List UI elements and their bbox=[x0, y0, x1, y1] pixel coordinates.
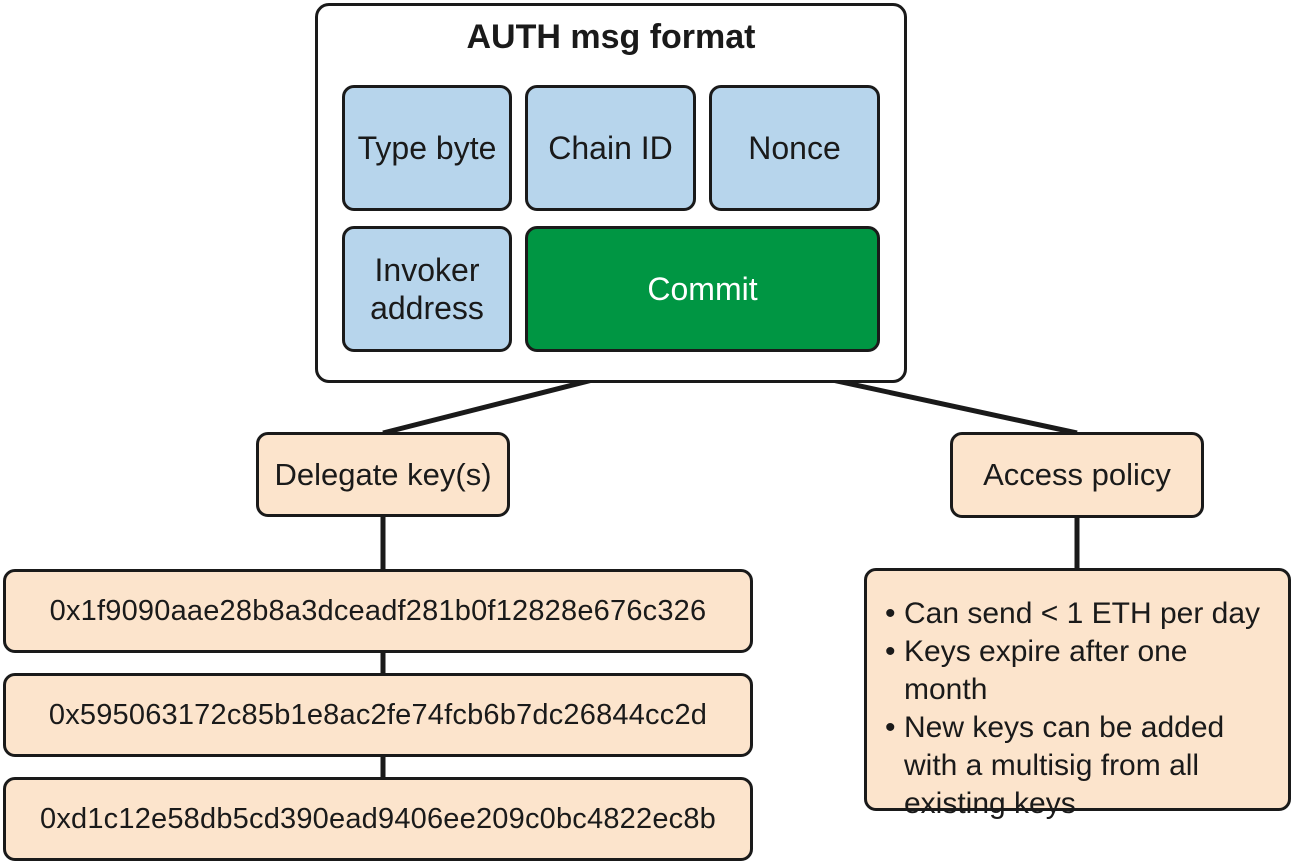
delegate-keys-label: Delegate key(s) bbox=[274, 456, 492, 492]
delegate-key-box: 0x595063172c85b1e8ac2fe74fcb6b7dc26844cc… bbox=[3, 673, 753, 757]
type-byte-label: Type byte bbox=[357, 130, 497, 166]
access-policy-rules-box: Can send < 1 ETH per day Keys expire aft… bbox=[864, 568, 1291, 820]
chain-id-field: Chain ID bbox=[525, 85, 696, 211]
delegate-key-value: 0x595063172c85b1e8ac2fe74fcb6b7dc26844cc… bbox=[48, 698, 708, 731]
access-policy-rule: Can send < 1 ETH per day bbox=[885, 595, 1270, 633]
invoker-address-label-line1: Invoker bbox=[374, 252, 480, 288]
invoker-address-field: Invoker address bbox=[342, 226, 512, 352]
invoker-address-label-line2: address bbox=[370, 290, 484, 326]
access-policy-rule: Keys expire after one month bbox=[885, 633, 1270, 709]
access-policy-node: Access policy bbox=[950, 432, 1204, 518]
chain-id-label: Chain ID bbox=[548, 130, 673, 166]
delegate-key-box: 0xd1c12e58db5cd390ead9406ee209c0bc4822ec… bbox=[3, 777, 753, 861]
nonce-field: Nonce bbox=[709, 85, 880, 211]
auth-msg-format-title: AUTH msg format bbox=[466, 18, 756, 56]
access-policy-rule-list: Can send < 1 ETH per day Keys expire aft… bbox=[885, 595, 1270, 823]
delegate-key-box: 0x1f9090aae28b8a3dceadf281b0f12828e676c3… bbox=[3, 569, 753, 653]
nonce-label: Nonce bbox=[748, 130, 841, 166]
commit-label: Commit bbox=[647, 270, 758, 307]
delegate-keys-node: Delegate key(s) bbox=[256, 432, 510, 517]
access-policy-label: Access policy bbox=[983, 457, 1171, 492]
delegate-key-value: 0x1f9090aae28b8a3dceadf281b0f12828e676c3… bbox=[49, 594, 707, 627]
commit-field: Commit bbox=[525, 226, 880, 352]
delegate-key-value: 0xd1c12e58db5cd390ead9406ee209c0bc4822ec… bbox=[39, 802, 717, 835]
type-byte-field: Type byte bbox=[342, 85, 512, 211]
access-policy-rule: New keys can be added with a multisig fr… bbox=[885, 709, 1270, 823]
